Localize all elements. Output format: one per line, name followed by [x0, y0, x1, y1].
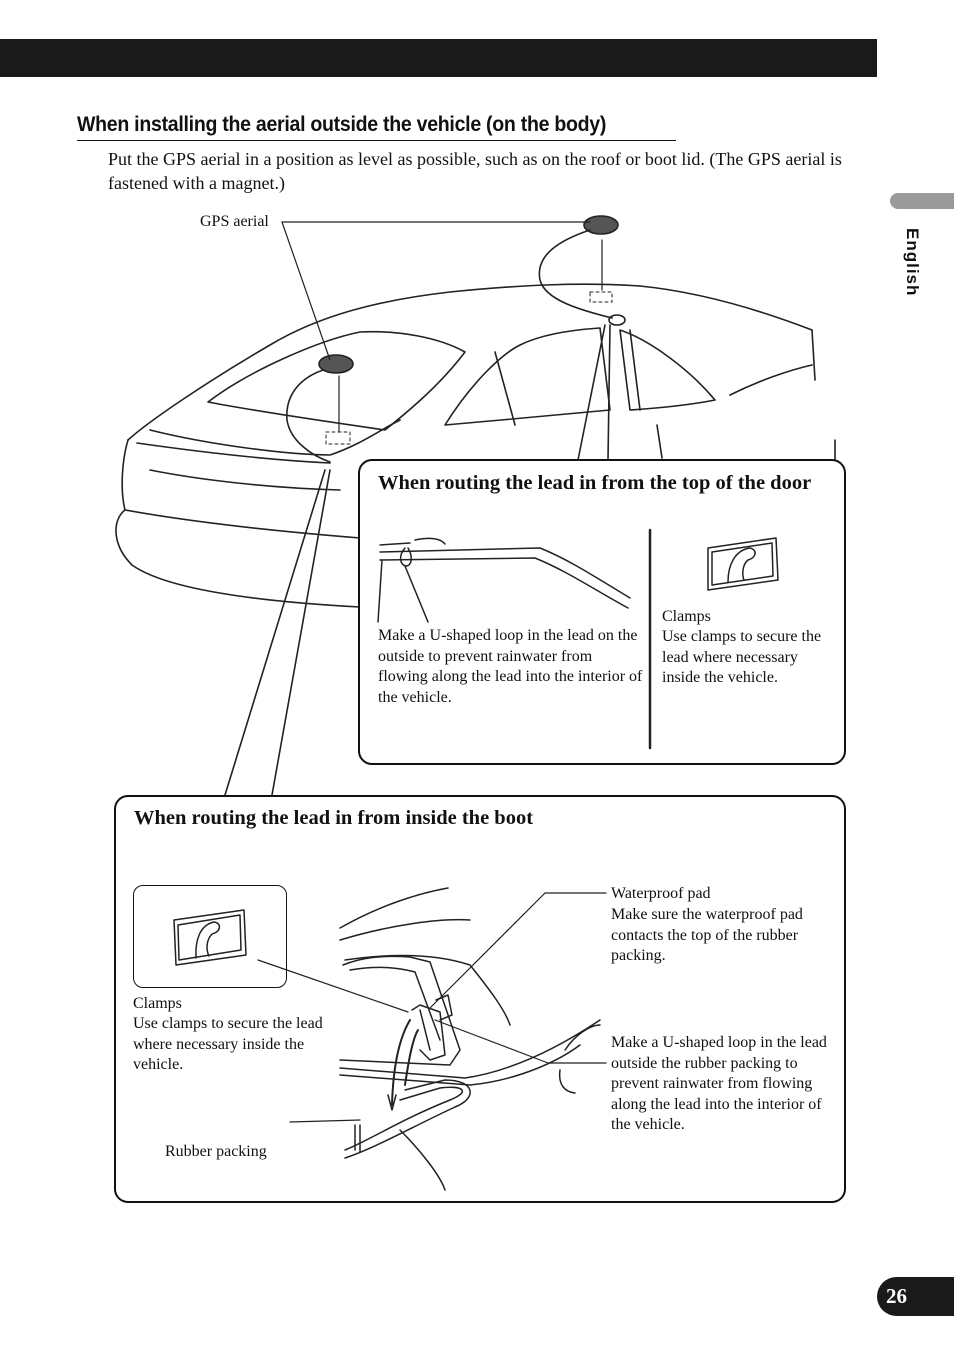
- page-number: 26: [877, 1277, 954, 1316]
- door-routing-box: [358, 459, 846, 765]
- rubber-packing-label: Rubber packing: [165, 1143, 267, 1160]
- intro-paragraph: Put the GPS aerial in a position as leve…: [108, 149, 842, 193]
- boot-clamps-title: Clamps: [133, 995, 182, 1012]
- heading-underline: [77, 140, 676, 141]
- boot-clamps-text: Use clamps to secure the lead where nece…: [133, 1015, 323, 1073]
- boot-loop-text: Make a U-shaped loop in the lead outside…: [611, 1034, 827, 1133]
- boot-routing-title: When routing the lead in from inside the…: [134, 807, 534, 829]
- header-bar: [0, 39, 877, 77]
- waterproof-pad-text: Make sure the waterproof pad contacts th…: [611, 906, 803, 964]
- waterproof-pad-title: Waterproof pad: [611, 885, 711, 902]
- door-clamps-title: Clamps: [662, 608, 711, 625]
- boot-routing-box: [114, 795, 846, 1203]
- door-loop-text: Make a U-shaped loop in the lead on the …: [378, 627, 643, 706]
- door-clamps-text: Use clamps to secure the lead where nece…: [662, 628, 822, 686]
- language-tab-marker: [890, 193, 954, 209]
- section-heading: When installing the aerial outside the v…: [77, 113, 607, 136]
- door-routing-title: When routing the lead in from the top of…: [378, 472, 812, 494]
- boot-clamp-inset: [133, 885, 287, 988]
- gps-aerial-label: GPS aerial: [200, 213, 269, 230]
- language-tab: English: [903, 228, 922, 297]
